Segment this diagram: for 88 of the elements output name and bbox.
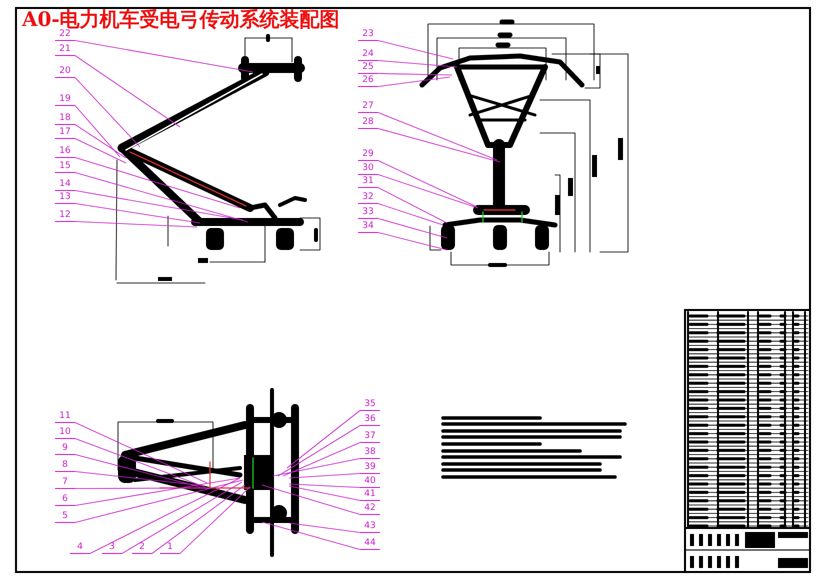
- callout-number: 3: [102, 542, 122, 554]
- callout-number: 28: [358, 117, 378, 129]
- leader-line: [288, 486, 360, 501]
- leader-line: [272, 458, 360, 476]
- leader-line: [378, 40, 454, 60]
- leader-line: [378, 76, 450, 87]
- callout-number: 22: [55, 29, 75, 41]
- callout-number: 20: [55, 66, 75, 78]
- leader-line: [74, 203, 200, 224]
- leader-line: [74, 157, 240, 208]
- callout-number: 14: [55, 179, 75, 191]
- callout-number: 38: [360, 447, 380, 459]
- callout-number: 12: [55, 210, 75, 222]
- callout-number: 24: [358, 49, 378, 61]
- callout-number: 26: [358, 75, 378, 87]
- leader-line: [180, 486, 250, 554]
- callout-number: 17: [55, 127, 75, 139]
- callout-number: 9: [55, 443, 75, 455]
- callout-number: 43: [360, 521, 380, 533]
- callout-number: 10: [55, 427, 75, 439]
- leader-line: [288, 473, 360, 478]
- callout-number: 30: [358, 163, 378, 175]
- leader-line: [74, 55, 180, 128]
- leader-line: [74, 172, 248, 222]
- callout-number: 27: [358, 101, 378, 113]
- callout-number: 15: [55, 161, 75, 173]
- leader-line: [378, 128, 500, 162]
- callout-number: 4: [70, 542, 90, 554]
- leader-line: [74, 105, 120, 158]
- leader-line: [262, 522, 360, 550]
- callout-number: 32: [358, 192, 378, 204]
- callout-number: 6: [55, 494, 75, 506]
- leader-line: [74, 471, 198, 486]
- callout-number: 41: [360, 489, 380, 501]
- callout-number: 19: [55, 94, 75, 106]
- callout-number: 13: [55, 192, 75, 204]
- callout-number: 8: [55, 460, 75, 472]
- leader-line: [152, 484, 246, 554]
- callout-number: 1: [160, 542, 180, 554]
- leader-line: [278, 425, 360, 476]
- callout-number: 44: [360, 538, 380, 550]
- callout-number: 18: [55, 113, 75, 125]
- callout-number: 11: [55, 411, 75, 423]
- leader-line: [74, 488, 210, 489]
- leader-line: [262, 484, 360, 515]
- leader-line: [74, 77, 140, 148]
- leader-line: [90, 478, 240, 554]
- leader-line: [74, 221, 198, 228]
- callout-number: 35: [360, 399, 380, 411]
- callout-number: 25: [358, 62, 378, 74]
- leader-line: [378, 187, 448, 224]
- leader-line: [122, 482, 242, 554]
- leader-line: [288, 484, 360, 488]
- callout-number: 42: [360, 503, 380, 515]
- leader-line: [74, 454, 200, 488]
- leader-line: [74, 40, 254, 72]
- leader-line: [378, 112, 498, 160]
- callout-number: 16: [55, 146, 75, 158]
- leader-line: [74, 480, 244, 523]
- callout-number: 2: [132, 542, 152, 554]
- leader-line: [378, 218, 448, 238]
- leader-line: [378, 60, 458, 68]
- callout-number: 5: [55, 511, 75, 523]
- callout-number: 40: [360, 476, 380, 488]
- leader-line: [286, 410, 360, 468]
- callout-number: 7: [55, 477, 75, 489]
- callout-number: 34: [358, 221, 378, 233]
- leader-line: [378, 232, 448, 250]
- callout-number: 23: [358, 29, 378, 41]
- leader-line: [378, 160, 478, 208]
- leader-line: [74, 478, 240, 506]
- callout-number: 21: [55, 44, 75, 56]
- leader-line: [74, 438, 206, 488]
- leader-line: [378, 174, 478, 208]
- callout-number: 33: [358, 207, 378, 219]
- leader-line: [378, 203, 444, 226]
- callout-number: 31: [358, 176, 378, 188]
- leader-line: [288, 522, 360, 533]
- leader-line: [378, 73, 452, 76]
- callout-number: 37: [360, 431, 380, 443]
- leader-line: [74, 138, 126, 164]
- leader-line: [282, 442, 360, 476]
- callout-number: 36: [360, 414, 380, 426]
- callout-number: 39: [360, 462, 380, 474]
- callout-number: 29: [358, 149, 378, 161]
- leader-line: [74, 422, 208, 484]
- leader-line: [74, 190, 244, 220]
- leader-line: [74, 124, 126, 158]
